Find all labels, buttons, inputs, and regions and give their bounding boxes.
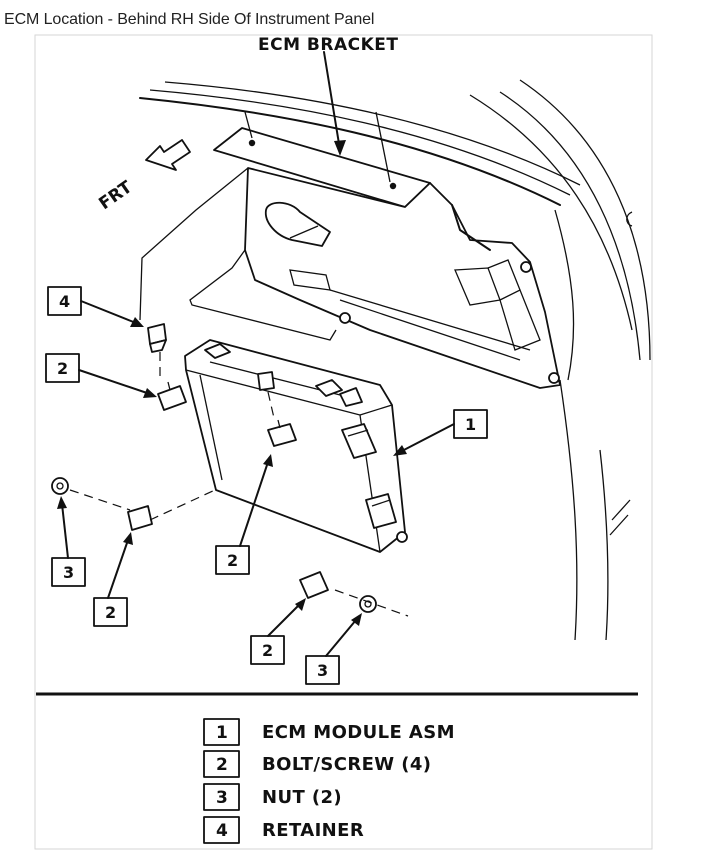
front-arrow-icon xyxy=(145,139,191,171)
callout-2-lower-left: 2 xyxy=(93,532,133,627)
front-label: FRT xyxy=(95,177,136,214)
hardware-parts xyxy=(51,323,409,617)
page-caption: ECM Location - Behind RH Side Of Instrum… xyxy=(4,11,375,28)
svg-text:1: 1 xyxy=(216,723,228,743)
legend-row-3: 3 NUT (2) xyxy=(203,783,342,811)
svg-text:1: 1 xyxy=(465,415,476,434)
legend: 1 ECM MODULE ASM 2 BOLT/SCREW (4) 3 NUT … xyxy=(203,718,455,844)
figure-frame xyxy=(34,34,653,850)
callout-2-upper-left: 2 xyxy=(45,353,157,398)
legend-row-4: 4 RETAINER xyxy=(203,816,364,844)
ecm-bracket-label: ECM BRACKET xyxy=(258,35,399,55)
ecm-module xyxy=(184,339,408,553)
svg-text:3: 3 xyxy=(216,788,228,808)
bracket-stud-line-left xyxy=(244,111,253,139)
svg-text:3: 3 xyxy=(63,563,74,582)
bracket-leader-arrow xyxy=(334,140,346,156)
bracket-leader-line xyxy=(323,51,341,151)
legend-row-1: 1 ECM MODULE ASM xyxy=(203,718,455,746)
svg-text:2: 2 xyxy=(216,755,228,775)
callout-1-ecm: 1 xyxy=(393,409,488,456)
svg-text:2: 2 xyxy=(227,551,238,570)
callout-4-retainer: 4 xyxy=(47,286,144,327)
svg-text:NUT (2): NUT (2) xyxy=(262,787,342,808)
callout-3-bottom-nut: 3 xyxy=(305,613,362,685)
svg-text:BOLT/SCREW (4): BOLT/SCREW (4) xyxy=(262,754,431,775)
svg-text:4: 4 xyxy=(216,821,228,841)
svg-text:4: 4 xyxy=(59,292,70,311)
callout-2-bottom: 2 xyxy=(250,598,306,665)
svg-text:ECM MODULE ASM: ECM MODULE ASM xyxy=(262,722,455,743)
svg-text:2: 2 xyxy=(57,359,68,378)
svg-text:RETAINER: RETAINER xyxy=(262,820,364,841)
callout-2-center: 2 xyxy=(215,454,273,575)
instrument-panel-outline xyxy=(139,79,651,641)
svg-text:3: 3 xyxy=(317,661,328,680)
callout-3-left-nut: 3 xyxy=(51,496,86,587)
svg-text:2: 2 xyxy=(262,641,273,660)
svg-text:2: 2 xyxy=(105,603,116,622)
ecm-bracket xyxy=(139,127,561,389)
bracket-stud-line-right xyxy=(375,111,391,183)
legend-row-2: 2 BOLT/SCREW (4) xyxy=(203,750,431,778)
ecm-location-diagram: ECM BRACKET FRT xyxy=(34,34,654,852)
